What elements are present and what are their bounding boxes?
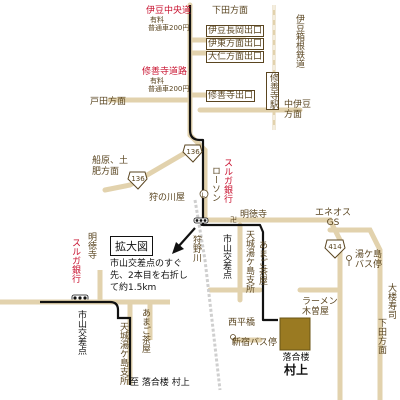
callout-arrow bbox=[172, 227, 196, 254]
ichiyama-intersection-label: 市山交差点 bbox=[221, 234, 231, 279]
inset-amago-chaya-label: あまご茶屋 bbox=[140, 308, 150, 353]
kano-river-line bbox=[193, 199, 222, 391]
traffic-light-icon bbox=[193, 217, 209, 224]
destination-subtitle: 村上 bbox=[283, 363, 308, 377]
amagi-yugashima-office-label: 天城湯ケ島支所 bbox=[244, 230, 254, 293]
destination-title: 落合楼 bbox=[282, 353, 310, 363]
route-136-number: 136 bbox=[186, 148, 200, 156]
naka-izu-direction-label: 中伊豆方面 bbox=[284, 100, 312, 120]
kanogawa-label: 狩の川屋 bbox=[149, 193, 186, 203]
route-414-badge bbox=[324, 239, 346, 259]
eneos-label: エネオスGS bbox=[314, 208, 351, 228]
lawson-label: ローソン bbox=[210, 166, 220, 202]
route-line bbox=[188, 5, 278, 322]
kano-river-label: 狩野川 bbox=[191, 235, 201, 262]
temple-icon: 卍 bbox=[230, 216, 237, 224]
izu-chuo-road-label: 伊豆中央道 bbox=[146, 6, 192, 16]
funabara-direction-label: 船原、土肥方面 bbox=[92, 156, 129, 177]
shimoda-direction-label: 下田方面 bbox=[212, 6, 249, 16]
suruga-bank-label: スルガ銀行 bbox=[222, 158, 232, 203]
destination-marker bbox=[279, 317, 311, 351]
inset-ichiyama-label: 市山交差点 bbox=[76, 310, 86, 355]
bus-stop-icon bbox=[230, 334, 236, 345]
shuzenji-exit-label: 修善寺出口 bbox=[206, 90, 256, 102]
lawson-icon: L bbox=[199, 189, 209, 199]
bus-stop-icon bbox=[346, 255, 352, 266]
shimoda-direction-label-2: 下田方面 bbox=[376, 318, 386, 354]
toll-note-label: 有料 bbox=[150, 16, 164, 24]
izuhakone-railway-label: 伊豆箱根鉄道 bbox=[294, 14, 304, 68]
meitokuji-label: 明徳寺 bbox=[240, 210, 268, 220]
inset-meitokuji-label: 明徳寺 bbox=[86, 232, 96, 259]
inset-to-destination: 至 落合楼 村上 bbox=[130, 378, 190, 388]
route-414-number: 414 bbox=[328, 243, 342, 251]
route-136-badge-lower bbox=[127, 171, 148, 190]
inset-instruction: 市山交差点のすぐ先、2本目を右折して約1.5km bbox=[110, 259, 188, 293]
shuzenji-station-label: 修善寺駅 bbox=[266, 72, 279, 110]
daikoku-sushi-label: 大楼寿司 bbox=[386, 283, 396, 319]
ramen-kisoya-label: ラーメン木曽屋 bbox=[302, 297, 338, 317]
nishihiradaira-label: 西平橋 bbox=[228, 318, 256, 328]
inset-title: 拡大図 bbox=[110, 236, 153, 256]
inset-amagi-office-label: 天城湯ケ島支所 bbox=[118, 322, 128, 385]
toll-note-label-2: 有料 bbox=[150, 77, 164, 85]
inset-map bbox=[0, 270, 170, 385]
ohito-exit-label: 大仁方面出口 bbox=[206, 51, 265, 63]
toll-fee-label: 普通車200円 bbox=[148, 24, 190, 32]
shinkan-bus-label: 新宿バス停 bbox=[232, 338, 278, 348]
svg-text:L: L bbox=[202, 192, 206, 199]
toda-direction-label: 戸田方面 bbox=[90, 97, 127, 107]
yugashima-bus-stop-label: 湯ケ島バス停 bbox=[355, 250, 383, 270]
shuzenji-road-label: 修善寺道路 bbox=[142, 67, 188, 77]
destination-name: 落合楼 村上 bbox=[274, 352, 318, 376]
svg-text:卍: 卍 bbox=[230, 216, 237, 224]
amago-chaya-label: あまご茶屋 bbox=[257, 240, 267, 285]
toll-fee-label-2: 普通車200円 bbox=[148, 85, 190, 93]
izu-nagaoka-exit-label: 伊豆長岡出口 bbox=[206, 25, 265, 37]
route-136-badge-upper bbox=[182, 144, 203, 163]
route-136-number-lower: 136 bbox=[131, 175, 145, 183]
ito-exit-label: 伊東方面出口 bbox=[206, 38, 265, 50]
inset-suruga-bank-label: スルガ銀行 bbox=[70, 238, 80, 283]
